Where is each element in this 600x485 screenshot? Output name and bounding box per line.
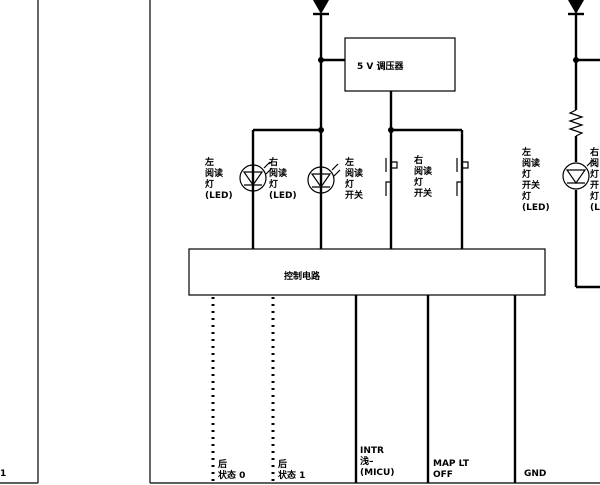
supply-wiring [251, 14, 464, 250]
right-supply-wiring [568, 14, 600, 289]
led-switch-indicator-icon [562, 159, 594, 190]
resistor-icon [568, 109, 584, 137]
label-led-switch-right: 右 阅 灯 开 灯 (L [589, 146, 600, 213]
terminal-gnd: GND [524, 469, 546, 479]
power-arrow-left-icon [313, 0, 329, 16]
label-led-switch-left: 左 阅读 灯 开关 灯 (LED) [521, 146, 550, 213]
label-switch-left: 左 阅读 灯 开关 [344, 156, 366, 201]
power-arrow-right-icon [568, 0, 584, 16]
output-wiring [211, 295, 517, 483]
label-led-right: 右 阅读 灯 (LED) [268, 156, 297, 201]
label-switch-right: 右 阅读 灯 开关 [413, 154, 435, 199]
switch-right-icon [456, 155, 469, 196]
led-right-icon [307, 163, 341, 194]
regulator-box: 5 V 调压器 [344, 37, 456, 92]
switch-left-icon [385, 155, 398, 196]
left-edge-label: 1 [0, 469, 6, 479]
terminal-intr: INTR 浅– (MICU) [360, 446, 394, 478]
control-circuit-box: 控制电路 [188, 248, 546, 296]
terminal-rear-1: 后 状态 1 [278, 458, 305, 481]
terminal-rear-0: 后 状态 0 [218, 458, 245, 481]
control-label: 控制电路 [284, 270, 321, 282]
label-led-left: 左 阅读 灯 (LED) [204, 156, 233, 201]
regulator-label: 5 V 调压器 [357, 60, 404, 72]
terminal-map-lt: MAP LT OFF [433, 459, 472, 480]
led-left-icon [239, 161, 273, 192]
